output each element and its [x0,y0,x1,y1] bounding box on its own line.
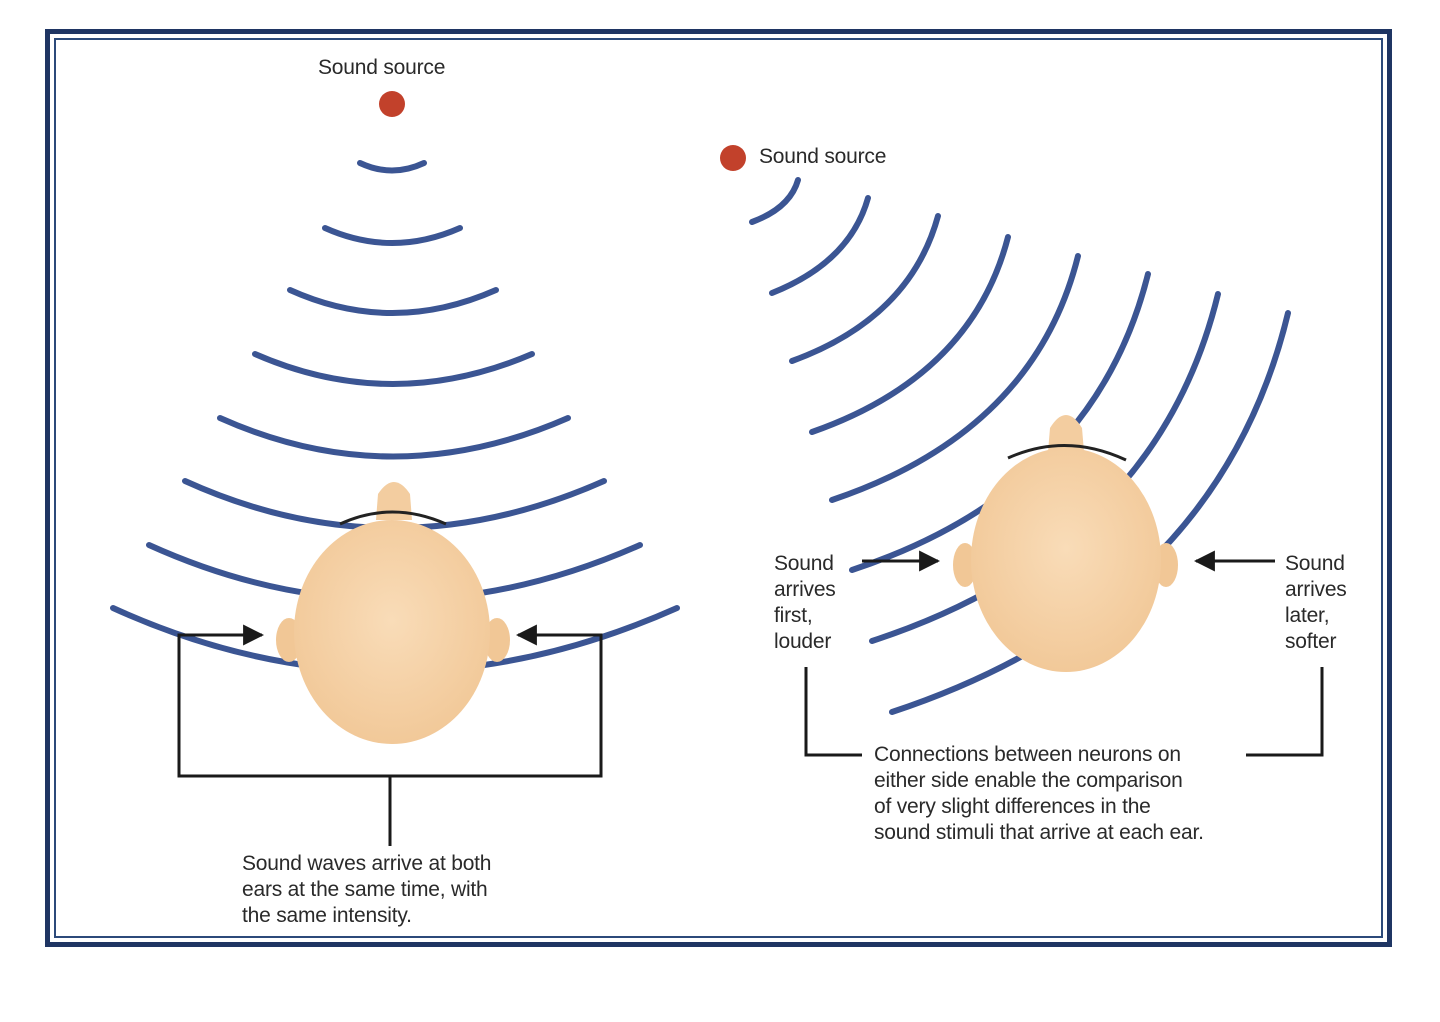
left-head-icon [276,482,510,744]
right-bracket-right [1246,667,1324,757]
right-ear-label: Sound arrives later, softer [1285,552,1347,653]
right-sound-source-label: Sound source [759,145,887,168]
right-wave-5 [829,253,1081,503]
left-wave-5 [217,415,571,460]
left-caption: Sound waves arrive at both ears at the s… [242,852,492,927]
left-wave-4 [252,351,535,387]
right-bracket-left [804,667,862,757]
left-bracket [177,624,603,846]
figure-frame-outer [45,29,1392,947]
left-wave-1 [357,160,427,174]
right-head-icon [953,415,1178,672]
left-sound-source-label: Sound source [318,56,446,79]
right-wave-4 [809,234,1011,435]
right-wave-3 [789,213,941,364]
left-wave-2 [322,225,463,246]
right-caption: Connections between neurons on either si… [874,743,1204,844]
right-wave-1 [749,177,801,225]
right-arrows [804,550,1324,757]
right-panel [720,145,1324,757]
right-wave-2 [769,195,871,296]
right-sound-source-dot [720,145,746,171]
left-wave-3 [287,287,499,316]
left-ear-label: Sound arrives first, louder [774,552,836,653]
figure-frame-inner [54,38,1383,938]
left-panel [110,91,680,846]
left-sound-source-dot [379,91,405,117]
